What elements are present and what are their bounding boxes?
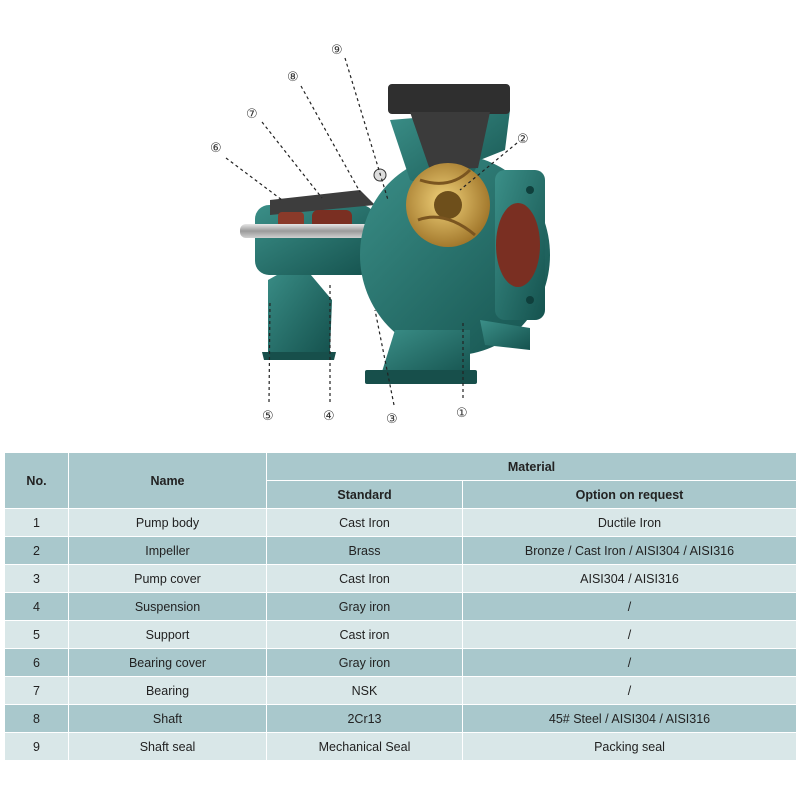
header-option: Option on request [462, 480, 797, 509]
cell-option: 45# Steel / AISI304 / AISI316 [462, 704, 797, 733]
cell-standard: Mechanical Seal [266, 732, 463, 761]
cell-option: AISI304 / AISI316 [462, 564, 797, 593]
callout-1: ① [456, 406, 468, 421]
callout-7: ⑦ [246, 107, 258, 122]
cell-name: Support [68, 620, 267, 649]
header-material: Material [266, 452, 797, 481]
cell-name: Shaft seal [68, 732, 267, 761]
cell-no: 1 [4, 508, 69, 537]
cell-no: 4 [4, 592, 69, 621]
callout-8: ⑧ [287, 70, 299, 85]
cell-standard: NSK [266, 676, 463, 705]
callout-6: ⑥ [210, 141, 222, 156]
cell-no: 2 [4, 536, 69, 565]
cell-option: / [462, 648, 797, 677]
cell-no: 5 [4, 620, 69, 649]
callout-5: ⑤ [262, 409, 274, 424]
cell-standard: Cast Iron [266, 508, 463, 537]
cell-no: 7 [4, 676, 69, 705]
cell-option: Packing seal [462, 732, 797, 761]
cell-name: Shaft [68, 704, 267, 733]
cell-standard: Cast Iron [266, 564, 463, 593]
cell-name: Pump body [68, 508, 267, 537]
callout-4: ④ [323, 409, 335, 424]
header-standard: Standard [266, 480, 463, 509]
materials-table: No. Name Material Standard Option on req… [4, 452, 797, 761]
cell-option: / [462, 676, 797, 705]
cell-option: / [462, 592, 797, 621]
cell-option: Ductile Iron [462, 508, 797, 537]
cell-standard: 2Cr13 [266, 704, 463, 733]
header-name: Name [68, 452, 267, 509]
cell-no: 3 [4, 564, 69, 593]
cell-name: Pump cover [68, 564, 267, 593]
callout-leaders [225, 57, 518, 406]
cell-standard: Gray iron [266, 592, 463, 621]
table-row: 4 Suspension Gray iron / [4, 592, 797, 621]
cell-name: Impeller [68, 536, 267, 565]
cell-standard: Gray iron [266, 648, 463, 677]
cell-name: Bearing cover [68, 648, 267, 677]
pump-body [240, 84, 550, 384]
table-row: 8 Shaft 2Cr13 45# Steel / AISI304 / AISI… [4, 704, 797, 733]
cell-option: / [462, 620, 797, 649]
table-row: 3 Pump cover Cast Iron AISI304 / AISI316 [4, 564, 797, 593]
cell-standard: Cast iron [266, 620, 463, 649]
cell-option: Bronze / Cast Iron / AISI304 / AISI316 [462, 536, 797, 565]
pump-cutaway-diagram: ① ② ③ ④ ⑤ ⑥ ⑦ ⑧ ⑨ [210, 43, 550, 427]
callout-3: ③ [386, 412, 398, 427]
cell-no: 8 [4, 704, 69, 733]
cell-standard: Brass [266, 536, 463, 565]
cell-name: Bearing [68, 676, 267, 705]
callout-9: ⑨ [331, 43, 343, 58]
table-row: 1 Pump body Cast Iron Ductile Iron [4, 508, 797, 537]
table-row: 6 Bearing cover Gray iron / [4, 648, 797, 677]
callout-2: ② [517, 132, 529, 147]
cell-name: Suspension [68, 592, 267, 621]
table-row: 9 Shaft seal Mechanical Seal Packing sea… [4, 732, 797, 761]
table-row: 7 Bearing NSK / [4, 676, 797, 705]
cell-no: 6 [4, 648, 69, 677]
table-row: 2 Impeller Brass Bronze / Cast Iron / AI… [4, 536, 797, 565]
header-no: No. [4, 452, 69, 509]
table-row: 5 Support Cast iron / [4, 620, 797, 649]
cell-no: 9 [4, 732, 69, 761]
